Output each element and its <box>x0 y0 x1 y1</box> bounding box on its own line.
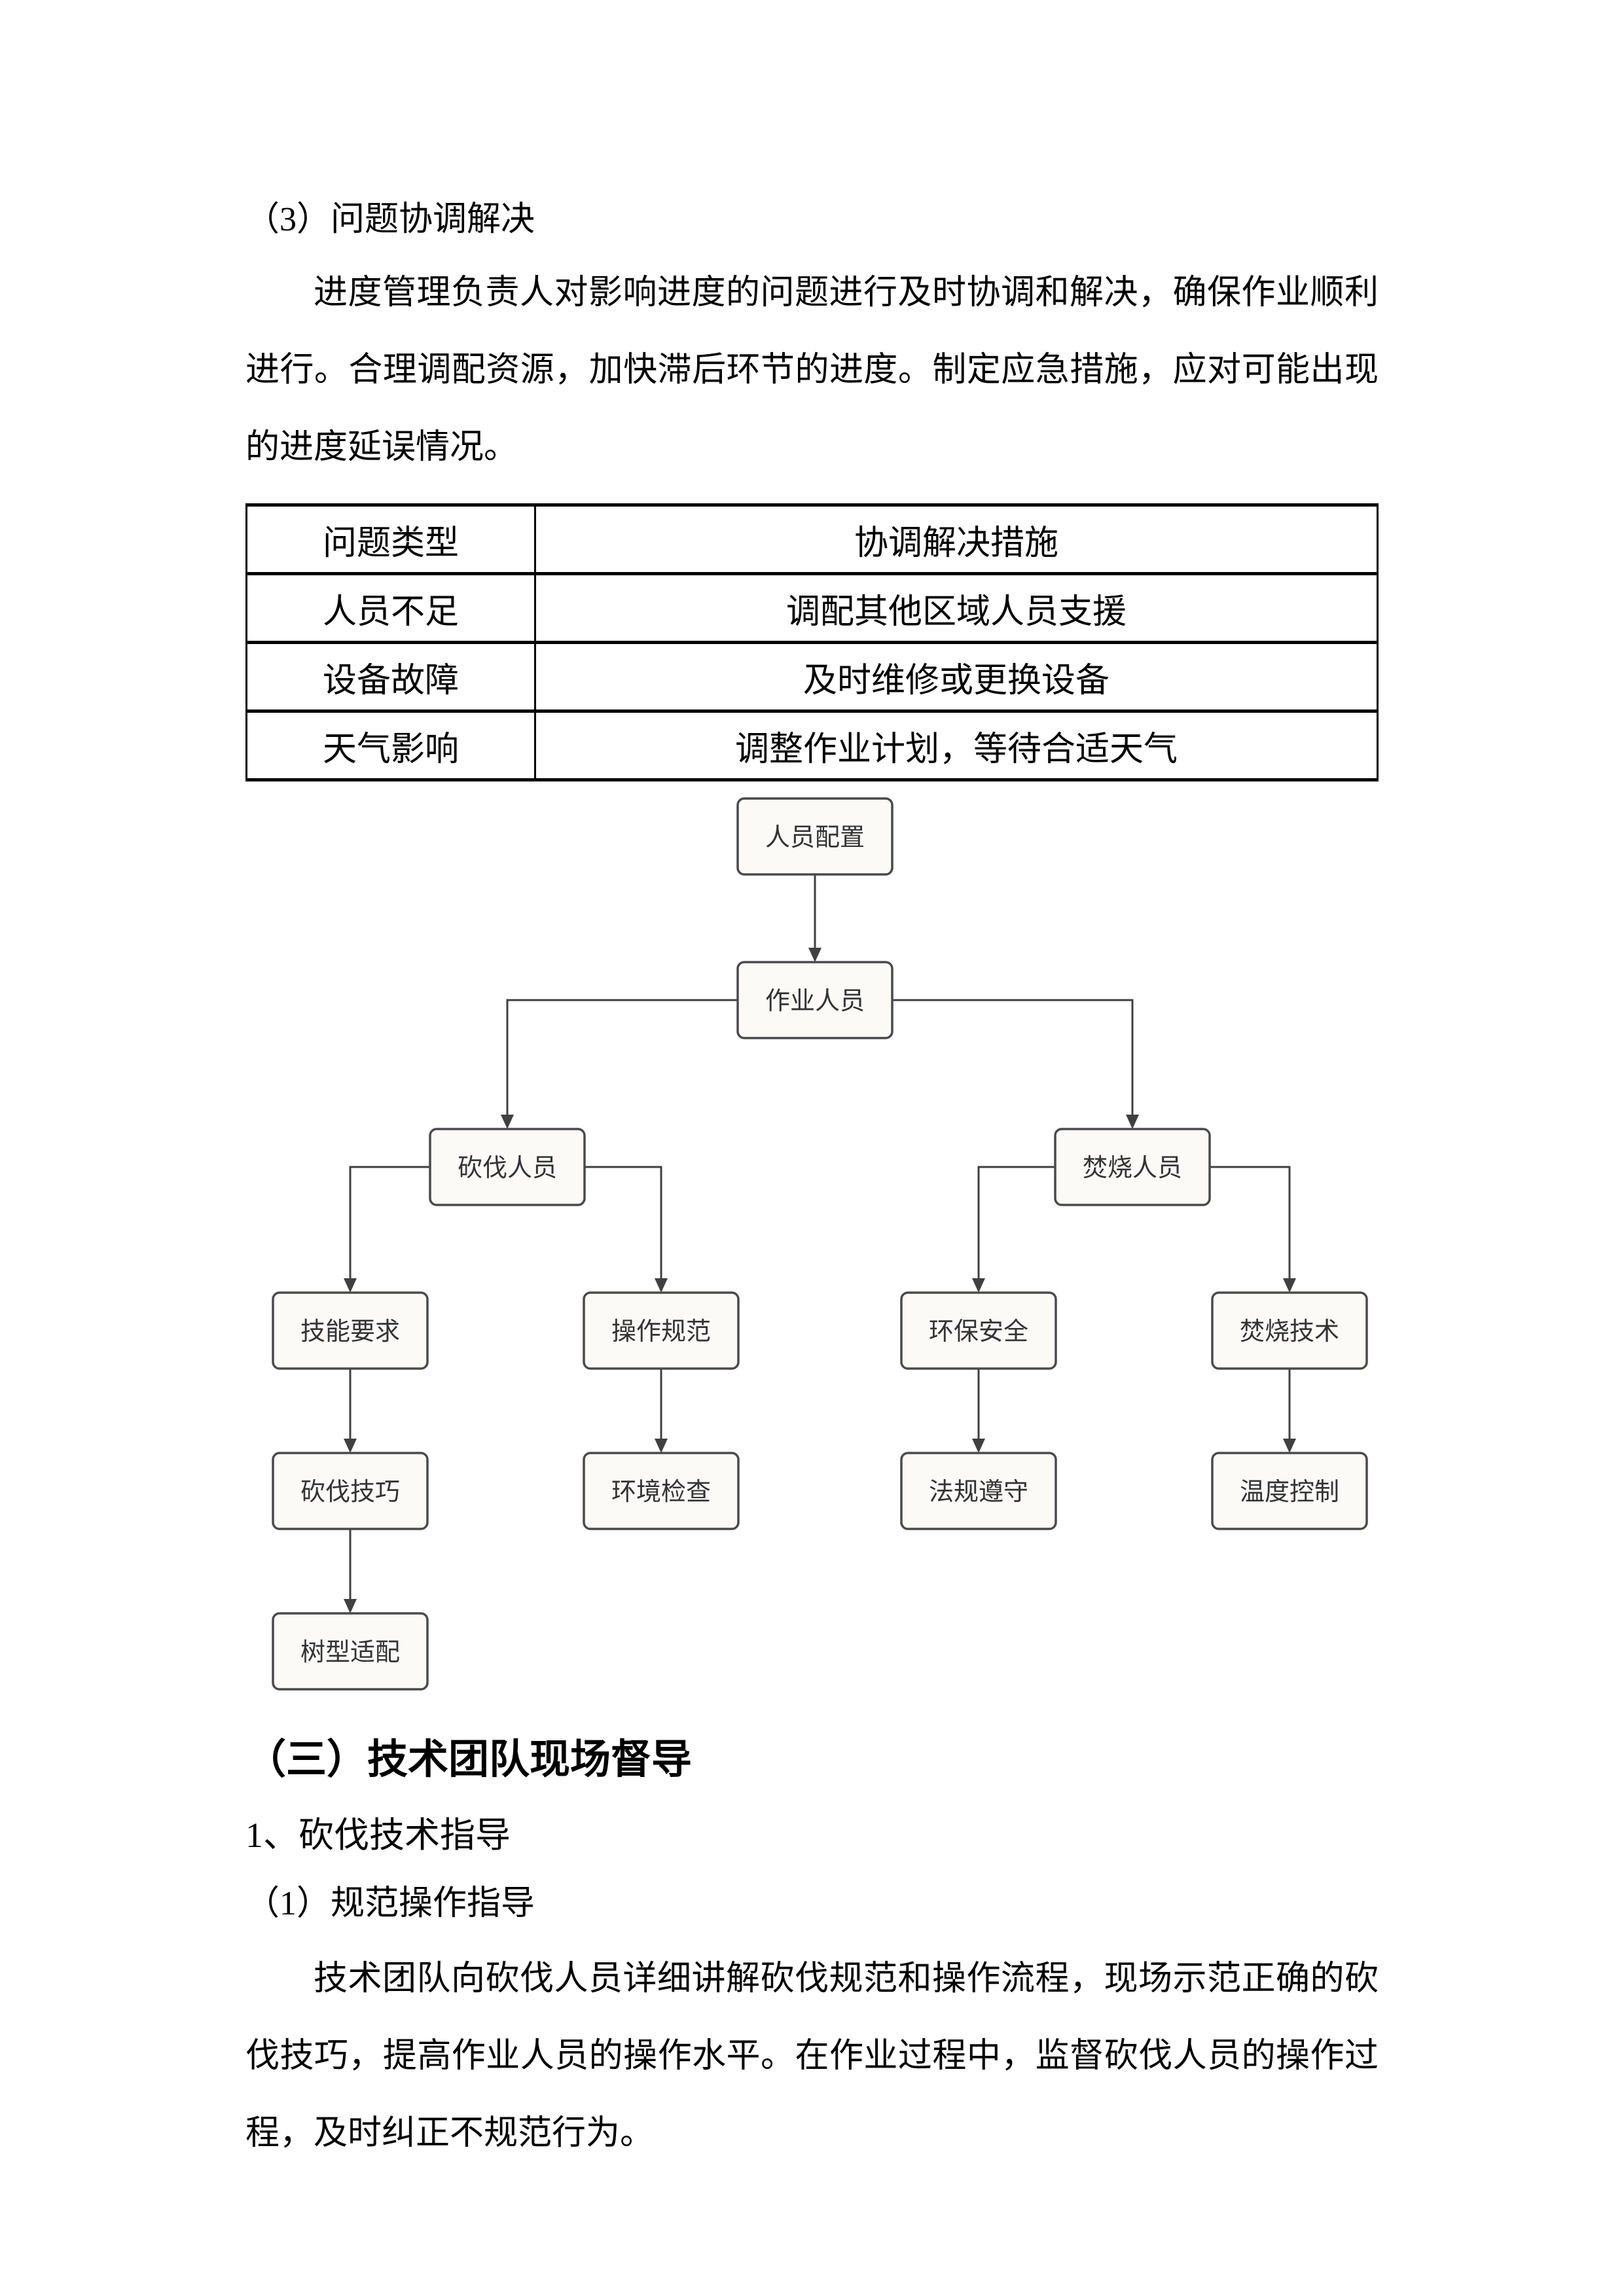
arrow-down-icon <box>972 1278 985 1293</box>
arrow-down-icon <box>501 1115 514 1129</box>
flow-node-burning-staff: 焚烧人员 <box>1054 1128 1211 1206</box>
flow-node-label: 温度控制 <box>1240 1479 1339 1506</box>
flow-node-box <box>736 961 893 1039</box>
flow-node-box <box>1211 1291 1368 1370</box>
flow-node-felling-staff: 砍伐人员 <box>429 1128 586 1206</box>
arrow-down-icon <box>655 1278 668 1293</box>
flow-node-burning-technique: 焚烧技术 <box>1211 1291 1368 1370</box>
heading-operation-guidance: （1）规范操作指导 <box>245 1885 535 1922</box>
arrow-down-icon <box>972 1439 985 1453</box>
flow-node-box <box>583 1452 740 1530</box>
flow-node-box <box>272 1291 429 1370</box>
table-header-cell-issue-type: 问题类型 <box>246 505 536 575</box>
flow-node-temperature-control: 温度控制 <box>1211 1452 1368 1530</box>
table-header-row: 问题类型 协调解决措施 <box>246 505 1378 575</box>
flow-connector-burning-staff-burning-technique <box>1210 1166 1291 1278</box>
flow-node-env-safety: 环保安全 <box>900 1291 1057 1370</box>
flow-node-tree-type-adaptation: 树型适配 <box>272 1612 429 1691</box>
flow-node-label: 环境检查 <box>611 1479 711 1506</box>
table-row: 人员不足 调配其他区域人员支援 <box>246 573 1378 644</box>
arrow-down-icon <box>808 948 821 962</box>
arrow-down-icon <box>344 1278 357 1293</box>
flow-node-box <box>272 1612 429 1691</box>
flow-node-box <box>429 1128 586 1206</box>
flow-node-label: 砍伐技巧 <box>300 1479 400 1506</box>
flow-node-box <box>900 1291 1057 1370</box>
arrow-down-icon <box>344 1599 357 1613</box>
table-cell-solution: 调配其他区域人员支援 <box>535 573 1378 644</box>
table-row: 天气影响 调整作业计划，等待合适天气 <box>246 711 1378 781</box>
arrow-down-icon <box>344 1439 357 1453</box>
flow-node-label: 焚烧技术 <box>1240 1318 1339 1346</box>
flow-connector-felling-staff-operation-standards <box>585 1166 662 1278</box>
flow-node-box <box>1211 1452 1368 1530</box>
flow-node-regulation-compliance: 法规遵守 <box>900 1452 1057 1530</box>
para-tech-team: 技术团队向砍伐人员详细讲解砍伐规范和操作流程，现场示范正确的砍伐技巧，提高作业人… <box>245 1960 1379 2152</box>
heading-felling-guidance: 1、砍伐技术指导 <box>245 1816 511 1855</box>
issues-table: 问题类型 协调解决措施 人员不足 调配其他区域人员支援 设备故障 及时维修或更换… <box>245 503 1379 781</box>
table-cell-issue: 设备故障 <box>246 642 536 713</box>
flow-node-box <box>1054 1128 1211 1206</box>
table-cell-issue: 天气影响 <box>246 711 536 781</box>
flow-connector-burning-staff-env-safety <box>977 1166 1055 1278</box>
flow-node-operation-staff: 作业人员 <box>736 961 893 1039</box>
arrow-down-icon <box>655 1439 668 1453</box>
flow-node-skill-requirements: 技能要求 <box>272 1291 429 1370</box>
flow-node-box <box>272 1452 429 1530</box>
table-row: 设备故障 及时维修或更换设备 <box>246 642 1378 713</box>
flow-node-staffing: 人员配置 <box>736 797 893 876</box>
flow-connector-felling-staff-skill-requirements <box>349 1166 430 1278</box>
heading-problem-coordination: （3）问题协调解决 <box>245 201 535 238</box>
table-header-cell-solution: 协调解决措施 <box>535 505 1378 575</box>
flow-connector-operation-staff-burning-staff <box>892 999 1134 1115</box>
table-cell-solution: 及时维修或更换设备 <box>535 642 1378 713</box>
flow-node-box <box>583 1291 740 1370</box>
para-progress-management: 进度管理负责人对影响进度的问题进行及时协调和解决，确保作业顺利进行。合理调配资源… <box>245 274 1379 466</box>
flow-connector-operation-staff-felling-staff <box>506 999 738 1115</box>
flow-node-label: 法规遵守 <box>929 1479 1028 1506</box>
heading-tech-team-supervision: （三）技术团队现场督导 <box>245 1738 693 1782</box>
flow-node-label: 人员配置 <box>765 824 865 852</box>
flow-node-label: 操作规范 <box>611 1318 711 1346</box>
table-cell-solution: 调整作业计划，等待合适天气 <box>535 711 1378 781</box>
arrow-down-icon <box>1283 1278 1296 1293</box>
arrow-down-icon <box>1126 1115 1139 1129</box>
flow-node-felling-skills: 砍伐技巧 <box>272 1452 429 1530</box>
flow-node-operation-standards: 操作规范 <box>583 1291 740 1370</box>
flow-node-label: 树型适配 <box>300 1639 400 1666</box>
table-cell-issue: 人员不足 <box>246 573 536 644</box>
flow-node-label: 技能要求 <box>300 1318 400 1346</box>
flow-node-label: 砍伐人员 <box>458 1155 557 1182</box>
flow-node-box <box>736 797 893 876</box>
flow-node-label: 作业人员 <box>765 988 865 1015</box>
flow-node-label: 焚烧人员 <box>1083 1155 1182 1182</box>
flow-node-box <box>900 1452 1057 1530</box>
flow-node-label: 环保安全 <box>929 1318 1028 1346</box>
arrow-down-icon <box>1283 1439 1296 1453</box>
flow-node-env-inspection: 环境检查 <box>583 1452 740 1530</box>
